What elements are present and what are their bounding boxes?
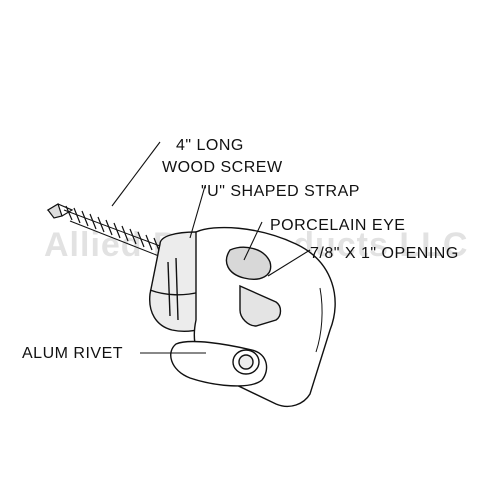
label-u-shaped-strap: "U" SHAPED STRAP (201, 183, 360, 200)
label-opening-size: 7/8" X 1" OPENING (310, 245, 459, 262)
label-screw-length: 4" LONG (176, 137, 244, 154)
leader-opening (267, 249, 311, 277)
wood-screw (46, 203, 165, 259)
label-alum-rivet: ALUM RIVET (22, 345, 124, 362)
leader-eye (243, 221, 263, 261)
label-porcelain-eye: PORCELAIN EYE (270, 217, 406, 234)
leader-screw (111, 141, 161, 207)
label-wood-screw: WOOD SCREW (162, 159, 283, 176)
leader-lines (111, 141, 311, 354)
leader-strap (189, 185, 206, 239)
screw-threads (63, 205, 165, 259)
